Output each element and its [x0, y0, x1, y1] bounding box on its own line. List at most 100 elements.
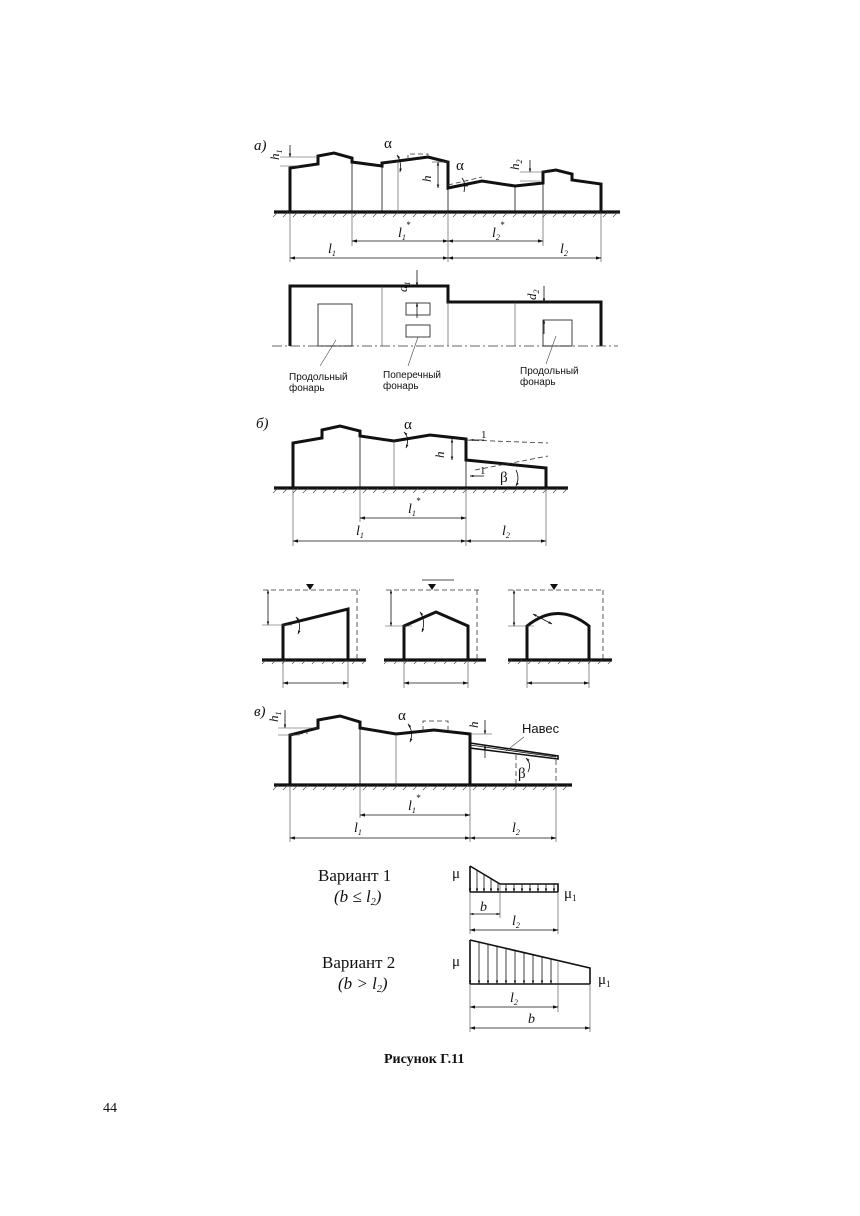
panel-a-h2-dim: h2	[507, 160, 548, 182]
svg-text:l1*: l1*	[398, 220, 411, 242]
plan-label-right-2: фонарь	[520, 376, 556, 388]
svg-text:l1*: l1*	[408, 496, 421, 518]
panel-a-building-outline	[288, 151, 603, 212]
svg-text:h1: h1	[267, 150, 284, 161]
panel-a-dim-l-star: l1* l2*	[351, 212, 544, 262]
svg-text:l1: l1	[356, 524, 364, 540]
panel-b-alpha-arc	[403, 431, 409, 449]
plan-lantern-left	[317, 303, 353, 347]
svg-text:d2: d2	[524, 290, 541, 301]
panel-b-dims: l1* l1 l2	[292, 488, 547, 546]
panel-b-building-outline	[291, 424, 548, 488]
svg-text:l2: l2	[502, 524, 510, 540]
panel-b-label: б)	[256, 416, 269, 432]
variant-2-title: Вариант 2	[322, 953, 395, 972]
svg-text:h1: h1	[266, 712, 283, 723]
panel-a-elevation: а) h1 α	[254, 136, 620, 262]
svg-text:b: b	[480, 900, 487, 915]
variant-1-condition: (b ≤ l2)	[334, 887, 382, 908]
variant-2-condition: (b > l2)	[338, 974, 388, 995]
panel-a-label: а)	[254, 138, 267, 154]
panel-b-h-dim: h	[432, 438, 454, 461]
panel-a-ridge-dashed	[447, 176, 483, 186]
variant-2-mu1: μ1	[598, 972, 611, 989]
plan-lantern-cross-1	[405, 302, 431, 316]
panel-v-canopy	[469, 742, 559, 760]
variant-1-title: Вариант 1	[318, 866, 391, 885]
figure-caption: Рисунок Г.11	[384, 1052, 464, 1067]
panel-a-h-dim: h	[419, 161, 448, 189]
panel-a-ground-hatch	[272, 211, 619, 218]
svg-text:1: 1	[480, 465, 486, 477]
section-arched	[507, 584, 613, 688]
panel-v: в) h1 α h Навес	[254, 704, 572, 842]
svg-text:h: h	[466, 722, 481, 729]
plan-label-center-2: фонарь	[383, 380, 419, 392]
variant-2-dims: l2 b	[469, 984, 591, 1032]
variant-1: Вариант 1 (b ≤ l2) μ μ1 b l2	[318, 865, 577, 934]
panel-v-ground-hatch	[272, 784, 569, 791]
plan-d1-dim: d1	[395, 270, 419, 318]
panel-v-beta-arc	[525, 757, 530, 773]
panel-b-beta-arc	[515, 469, 519, 487]
plan-grid-lines	[381, 286, 516, 346]
panel-a-alpha-1-arc	[396, 154, 402, 173]
svg-text:Продольный фонарь: Продольный фонарь	[289, 372, 350, 394]
panel-b-columns	[359, 436, 467, 488]
variant-2-mu: μ	[452, 954, 460, 970]
svg-text:Продольный фонарь: Продольный фонарь	[520, 366, 581, 388]
panel-v-alpha: α	[398, 708, 406, 724]
variant-1-load-arrows	[468, 866, 556, 893]
svg-text:l2: l2	[510, 991, 518, 1007]
panel-a-lantern-dashed	[407, 153, 429, 160]
panel-v-canopy-inner	[469, 744, 557, 758]
panel-a-dim-l: l1 l2	[289, 212, 602, 262]
panel-a-alpha-2-lines	[452, 177, 468, 193]
plan-label-left-1: Продольный	[289, 372, 348, 383]
plan-label-left-2: фонарь	[289, 382, 325, 394]
panel-a-alpha-1: α	[384, 136, 392, 152]
svg-text:l2: l2	[512, 914, 520, 930]
panel-b-beta: β	[500, 470, 508, 486]
svg-text:d1: d1	[395, 282, 412, 293]
svg-text:h: h	[419, 176, 434, 183]
panel-v-canopy-label: Навес	[522, 721, 560, 736]
svg-text:l2*: l2*	[492, 220, 505, 242]
svg-text:l1: l1	[328, 242, 336, 258]
page-number: 44	[103, 1101, 117, 1116]
panel-v-building-outline	[288, 714, 472, 785]
svg-text:Поперечный фонарь: Поперечный фонарь	[383, 370, 444, 392]
variant-1-mu1: μ1	[564, 886, 577, 903]
panel-a-alpha-2: α	[456, 158, 464, 174]
panel-v-columns	[359, 728, 557, 785]
plan-label-right-1: Продольный	[520, 366, 579, 377]
panel-b: б) α h 1 1 β	[256, 416, 569, 546]
svg-text:l1*: l1*	[408, 793, 421, 815]
section-monopitch	[261, 584, 367, 688]
variant-1-mu: μ	[452, 866, 460, 882]
panel-v-dims: l1* l1 l2	[289, 785, 557, 842]
panel-a-h1-dim: h1	[267, 145, 318, 167]
panel-v-h-dim: h	[466, 720, 492, 758]
section-1-1	[261, 579, 613, 688]
variant-2-load-arrows	[468, 940, 553, 985]
panel-v-label: в)	[254, 704, 266, 720]
panel-a-plan: d1 d2 Продольный фонарь Поперечный фонар…	[272, 270, 618, 394]
panel-v-alpha-arc	[407, 723, 413, 743]
variant-1-dims: b l2	[469, 884, 559, 934]
plan-leaders	[319, 335, 557, 367]
panel-v-canopy-leader	[505, 736, 525, 752]
panel-v-h1-dim: h1	[266, 710, 318, 736]
panel-b-section-marks: 1 1	[469, 429, 487, 478]
section-gable	[383, 584, 486, 688]
plan-d2-dim: d2	[524, 286, 546, 334]
plan-lantern-right	[542, 319, 573, 347]
panel-b-ground-hatch	[272, 487, 569, 494]
svg-text:h2: h2	[507, 160, 524, 171]
panel-b-drift-dashed	[465, 439, 549, 471]
plan-lantern-cross-2	[405, 324, 431, 338]
variant-2: Вариант 2 (b > l2) μ μ1 l2 b	[322, 939, 611, 1032]
svg-text:1: 1	[481, 429, 487, 441]
plan-outline	[288, 284, 603, 346]
